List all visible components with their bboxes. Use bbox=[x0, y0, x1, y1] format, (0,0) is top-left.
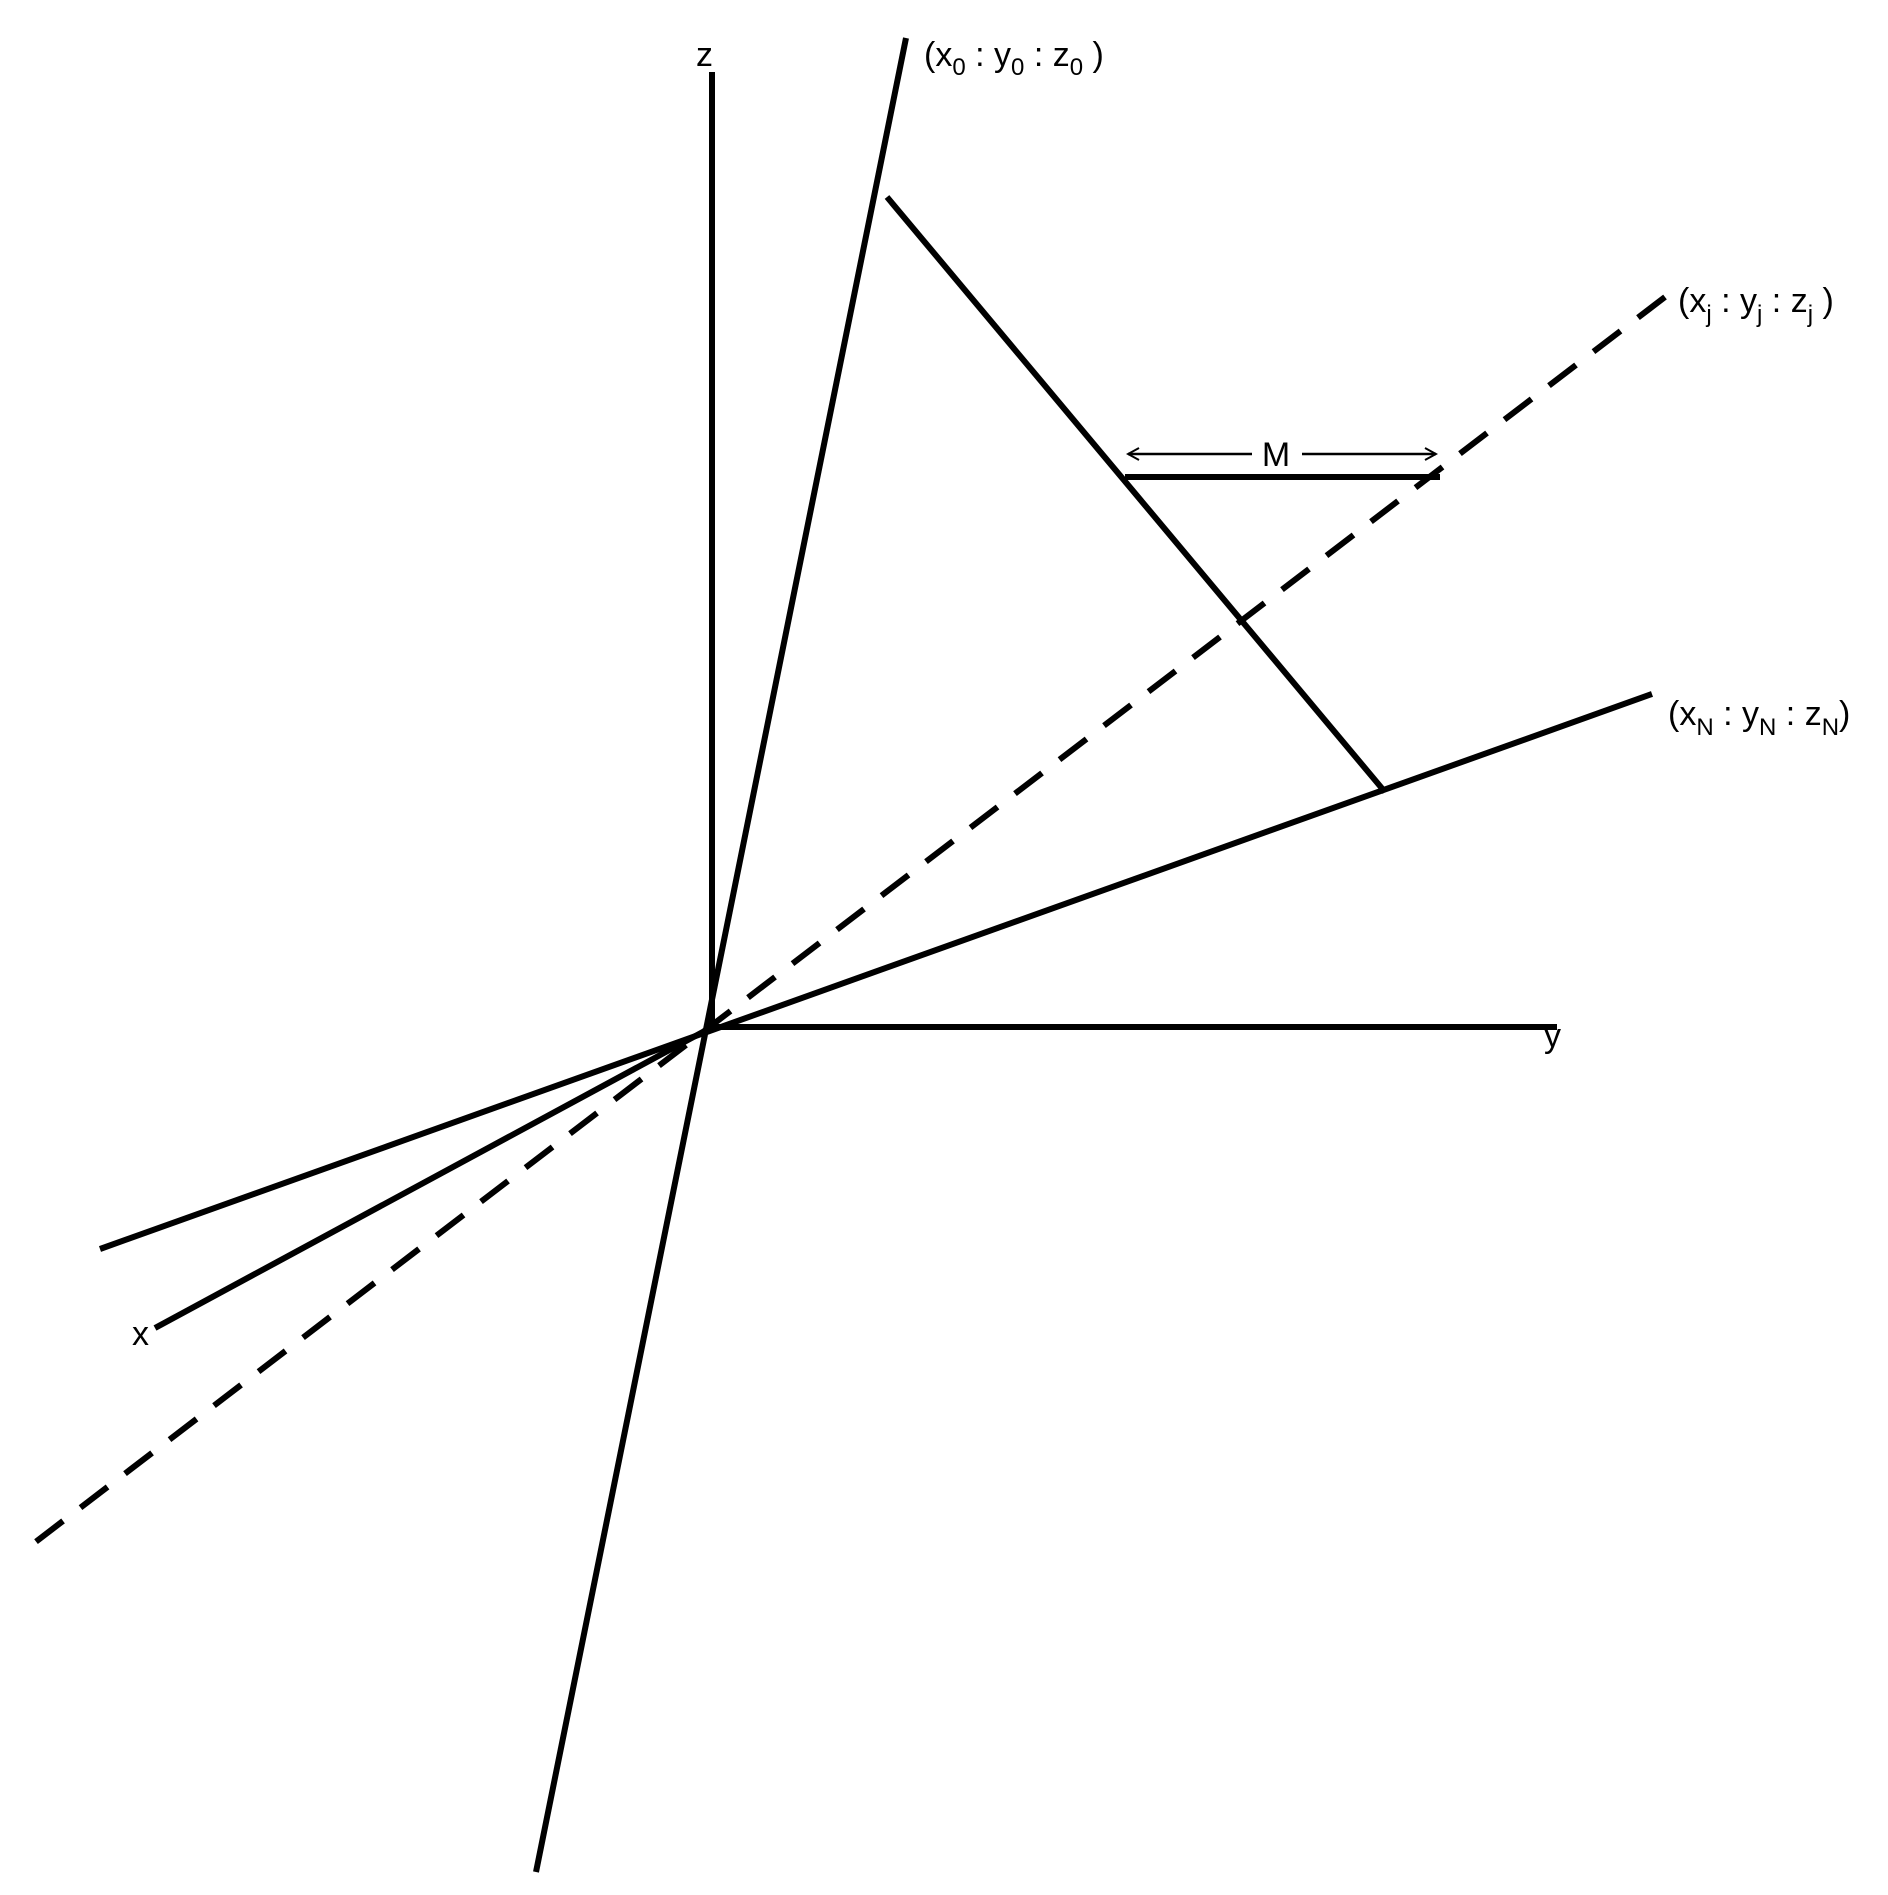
ray-middle-label: (xj : yj : zj ) bbox=[1678, 282, 1834, 328]
ray-middle-dashed bbox=[23, 294, 1667, 1553]
ray-last bbox=[98, 691, 1654, 1252]
x-axis-label: x bbox=[132, 1315, 149, 1353]
connecting-segment bbox=[884, 195, 1388, 794]
dimension-label: M bbox=[1262, 436, 1290, 474]
z-axis-label: z bbox=[696, 36, 713, 74]
x-axis bbox=[153, 1024, 714, 1331]
ray-first-label: (x0 : y0 : z0 ) bbox=[924, 36, 1104, 81]
ray-last-label: (xN : yN : zN) bbox=[1668, 695, 1850, 741]
ray-first bbox=[533, 37, 909, 1873]
y-axis-label: y bbox=[1544, 1017, 1561, 1055]
